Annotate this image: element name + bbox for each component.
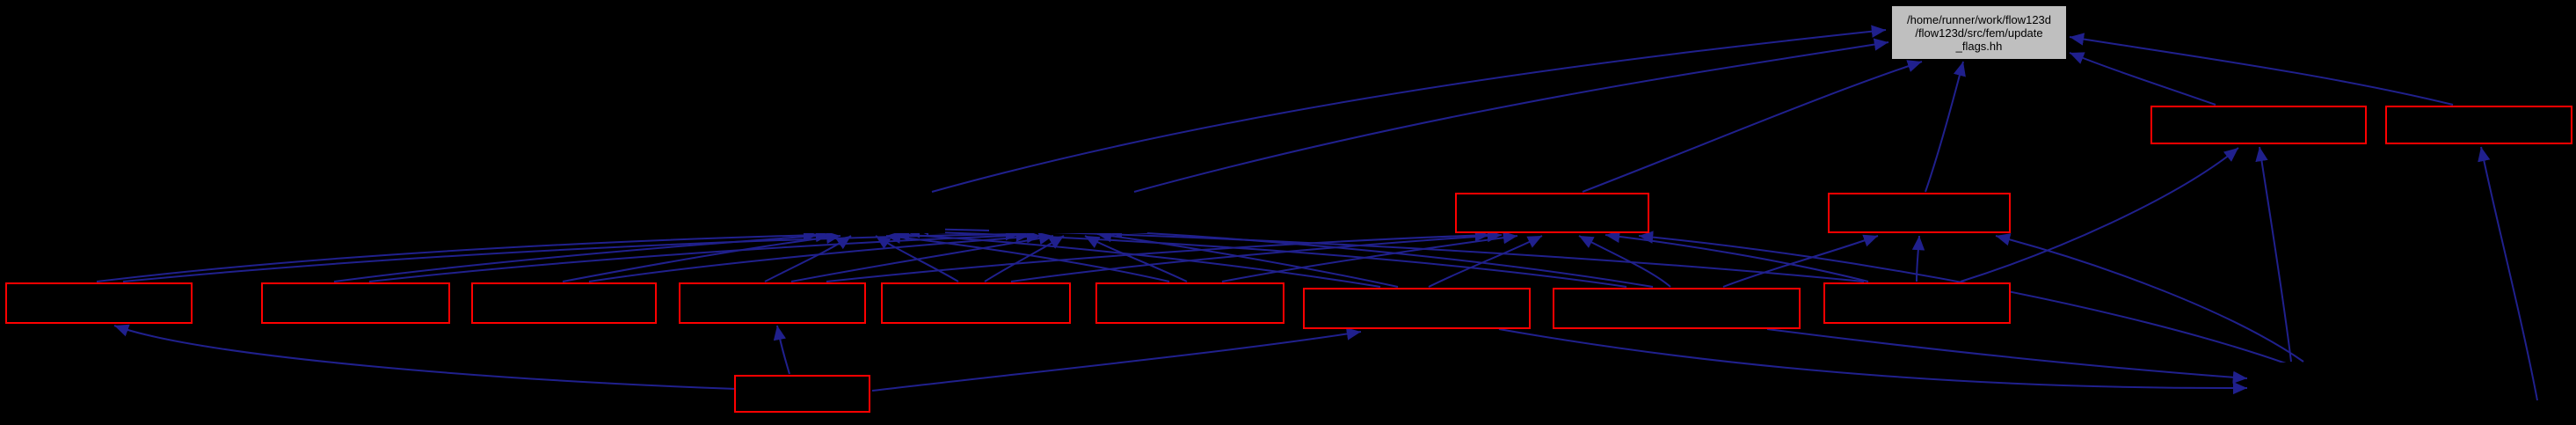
edge [1096,229,1399,288]
edge [1107,225,1654,288]
edge [2255,146,2292,363]
graph-node-mid-b[interactable] [1828,193,2011,233]
graph-node-bottom[interactable] [734,375,870,413]
graph-node-row-1[interactable] [5,282,193,324]
edge [905,225,1627,288]
edge [1960,147,2239,282]
edge [588,230,1042,282]
edge [1925,61,1966,193]
graph-node-root: /home/runner/work/flow123d /flow123d/src… [1892,6,2066,59]
graph-node-row-3[interactable] [471,282,657,324]
root-label-line-2: /flow123d/src/fem/update [1915,26,2043,40]
edge [773,325,790,375]
edge [562,231,841,282]
edge [1084,235,1188,282]
graph-node-hidden-1 [787,193,945,233]
edge [885,231,1170,282]
edge [871,327,1362,392]
edge [2478,146,2538,401]
root-label-line-1: /home/runner/work/flow123d [1906,12,2052,26]
edge [2069,33,2454,106]
graph-node-hidden-3 [2251,363,2400,403]
root-label-line-3: _flags.hh [1955,39,2003,53]
edge [368,229,1031,282]
graph-node-row-2[interactable] [261,282,450,324]
edge [2069,52,2216,106]
edge [1221,231,1518,282]
edge [931,25,1887,193]
edge [826,229,1490,282]
edge [122,228,1021,282]
graph-node-row-8[interactable] [1553,288,1801,329]
edge [790,231,1054,282]
edge [1428,235,1543,288]
graph-node-row-4[interactable] [679,282,866,324]
edge [1498,328,2248,395]
graph-node-hidden-2 [989,193,1147,233]
edge [984,235,1065,282]
edge [1722,234,1879,288]
edge [1578,235,1671,288]
edge [113,324,738,390]
graph-node-mid-a[interactable] [1455,193,1649,233]
edge [1010,229,1503,282]
edge [764,235,852,282]
edge [1605,230,1869,282]
graph-node-row-9[interactable] [1823,282,2011,324]
edge [96,229,819,282]
edge [1133,38,1889,193]
edge [1766,328,2248,384]
graph-node-topright-1[interactable] [2150,106,2367,144]
edge [333,229,831,282]
edge [1995,233,2304,363]
graph-node-topright-2[interactable] [2385,106,2572,144]
edge [1582,60,1923,193]
edge [875,235,959,282]
edge [1911,235,1925,282]
graph-node-row-6[interactable] [1095,282,1284,324]
graph-node-row-5[interactable] [881,282,1071,324]
graph-node-row-7[interactable] [1303,288,1531,329]
